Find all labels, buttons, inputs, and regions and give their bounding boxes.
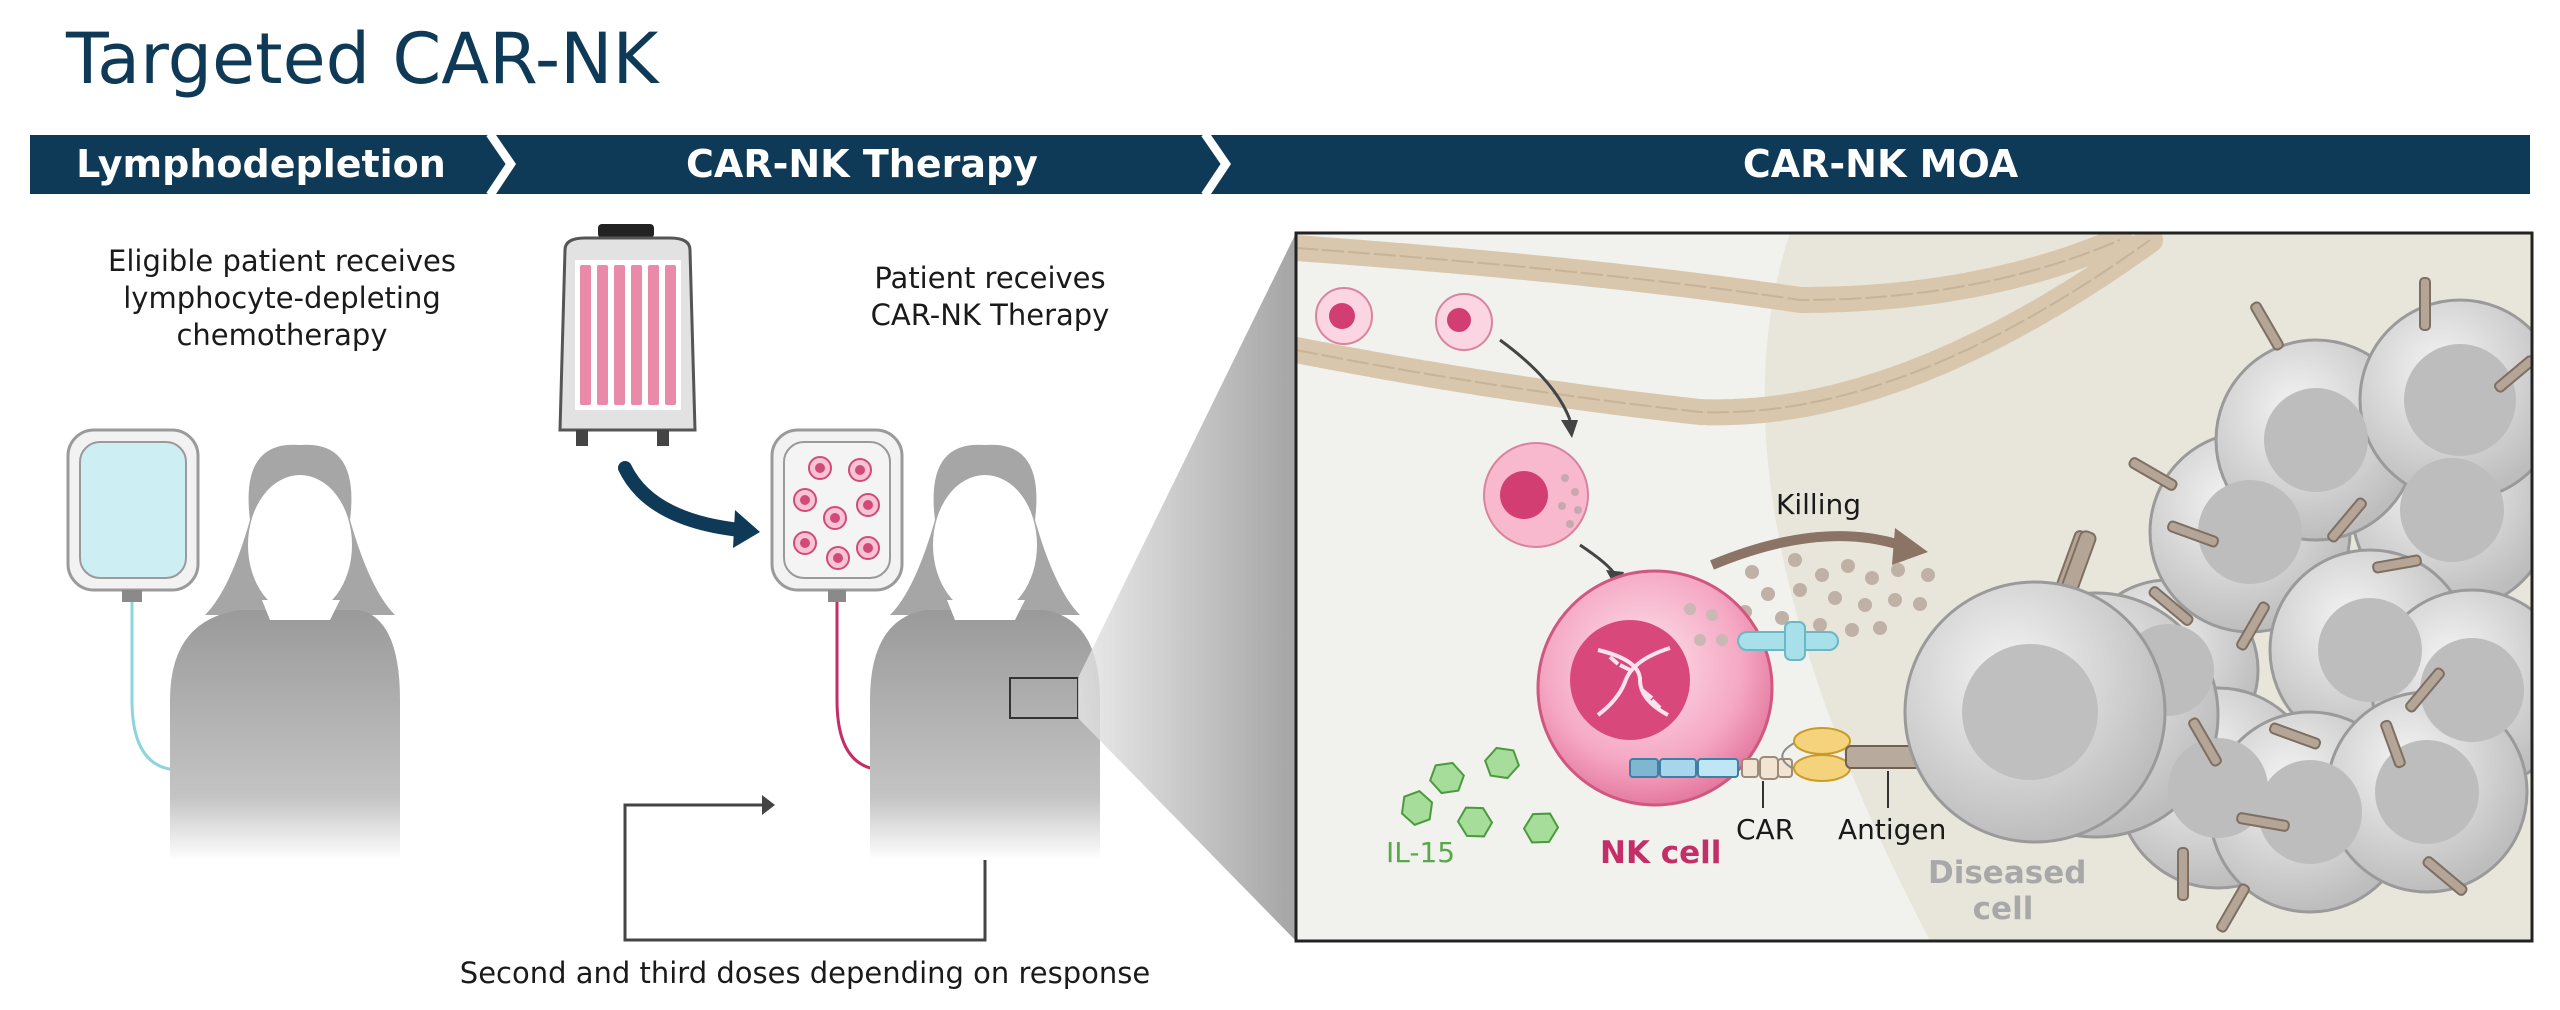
diseased-cell-label-line: cell <box>1972 891 2034 927</box>
patient-figure-2 <box>870 444 1100 860</box>
killing-label: Killing <box>1776 488 1861 521</box>
cryo-container <box>558 224 697 446</box>
caption-line: chemotherapy <box>176 318 388 352</box>
lymphodepletion-caption: Eligible patient receives lymphocyte-dep… <box>82 243 482 354</box>
blood-vessel <box>1296 233 2163 426</box>
transfer-arrowhead <box>733 510 760 548</box>
target-diseased-cell <box>1903 530 2167 844</box>
antigen <box>1845 745 1923 808</box>
caption-line: CAR-NK Therapy <box>870 298 1110 332</box>
phase-label-car-nk-moa: CAR-NK MOA <box>1742 142 2019 186</box>
circulating-nk-cells <box>1315 287 1624 590</box>
moa-panel-border <box>1294 231 2534 943</box>
diseased-cell-label: Diseased cell <box>1928 855 2087 927</box>
killing-arrow <box>1710 528 1935 637</box>
soluble-receptor <box>1737 621 1839 661</box>
car-label: CAR <box>1736 813 1795 846</box>
phase-label-lymphodepletion: Lymphodepletion <box>76 142 446 186</box>
nk-cell-label: NK cell <box>1600 835 1722 871</box>
moa-panel <box>1296 233 2532 941</box>
car-receptor <box>1629 727 1851 808</box>
caption-line: Eligible patient receives <box>108 244 456 278</box>
phase-label-car-nk-therapy: CAR-NK Therapy <box>686 142 1038 186</box>
il15-label: IL-15 <box>1386 836 1456 869</box>
zoom-projection <box>1078 233 1296 941</box>
page-title: Targeted CAR-NK <box>66 18 659 100</box>
caption-line: Patient receives <box>874 261 1106 295</box>
repeat-dose-caption: Second and third doses depending on resp… <box>459 956 1151 990</box>
nk-cell <box>1536 569 1774 807</box>
patient-figure-1 <box>170 444 400 860</box>
iv-bag-chemo <box>66 428 200 782</box>
therapy-caption: Patient receives CAR-NK Therapy <box>810 260 1170 334</box>
caption-line: lymphocyte-depleting <box>123 281 441 315</box>
diseased-cell-label-line: Diseased <box>1928 855 2087 891</box>
antigen-label: Antigen <box>1838 813 1947 846</box>
phase-banner <box>30 133 2530 196</box>
transfer-arrow <box>618 461 747 537</box>
il15-molecules <box>1400 746 1560 844</box>
repeat-dose-loop <box>623 795 987 942</box>
dna-icon <box>1596 646 1671 717</box>
iv-bag-car-nk <box>770 428 904 782</box>
